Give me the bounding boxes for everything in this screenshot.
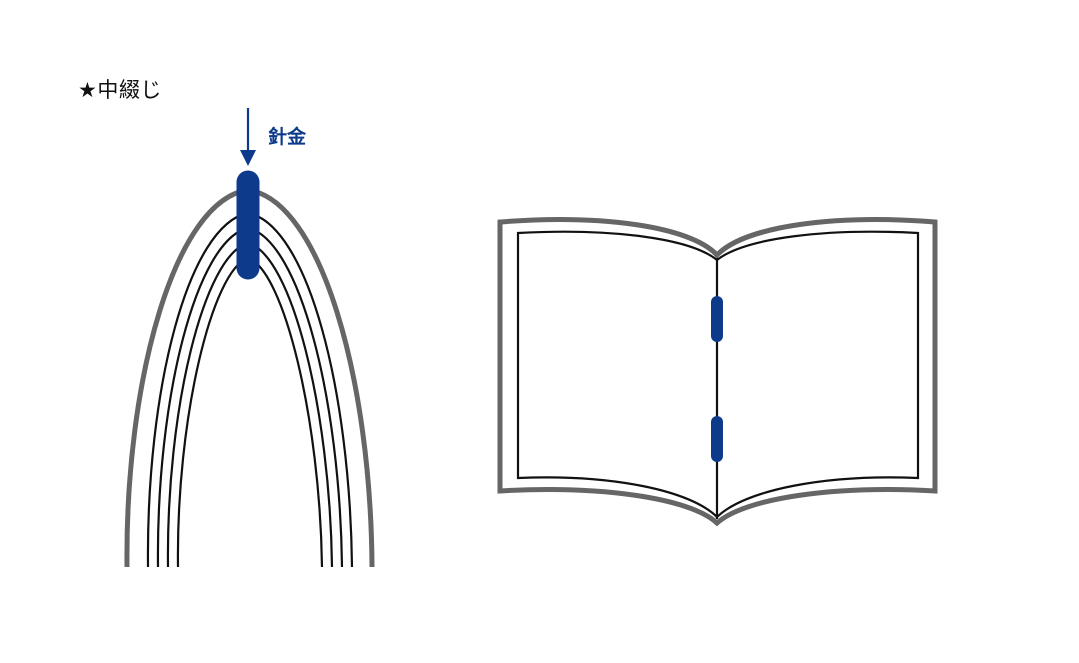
arrow-down-icon — [240, 108, 256, 166]
open-booklet — [497, 217, 938, 527]
page-arc — [176, 256, 324, 568]
wire-label: 針金 — [268, 126, 307, 148]
diagram-heading: ★中綴じ — [78, 78, 162, 102]
